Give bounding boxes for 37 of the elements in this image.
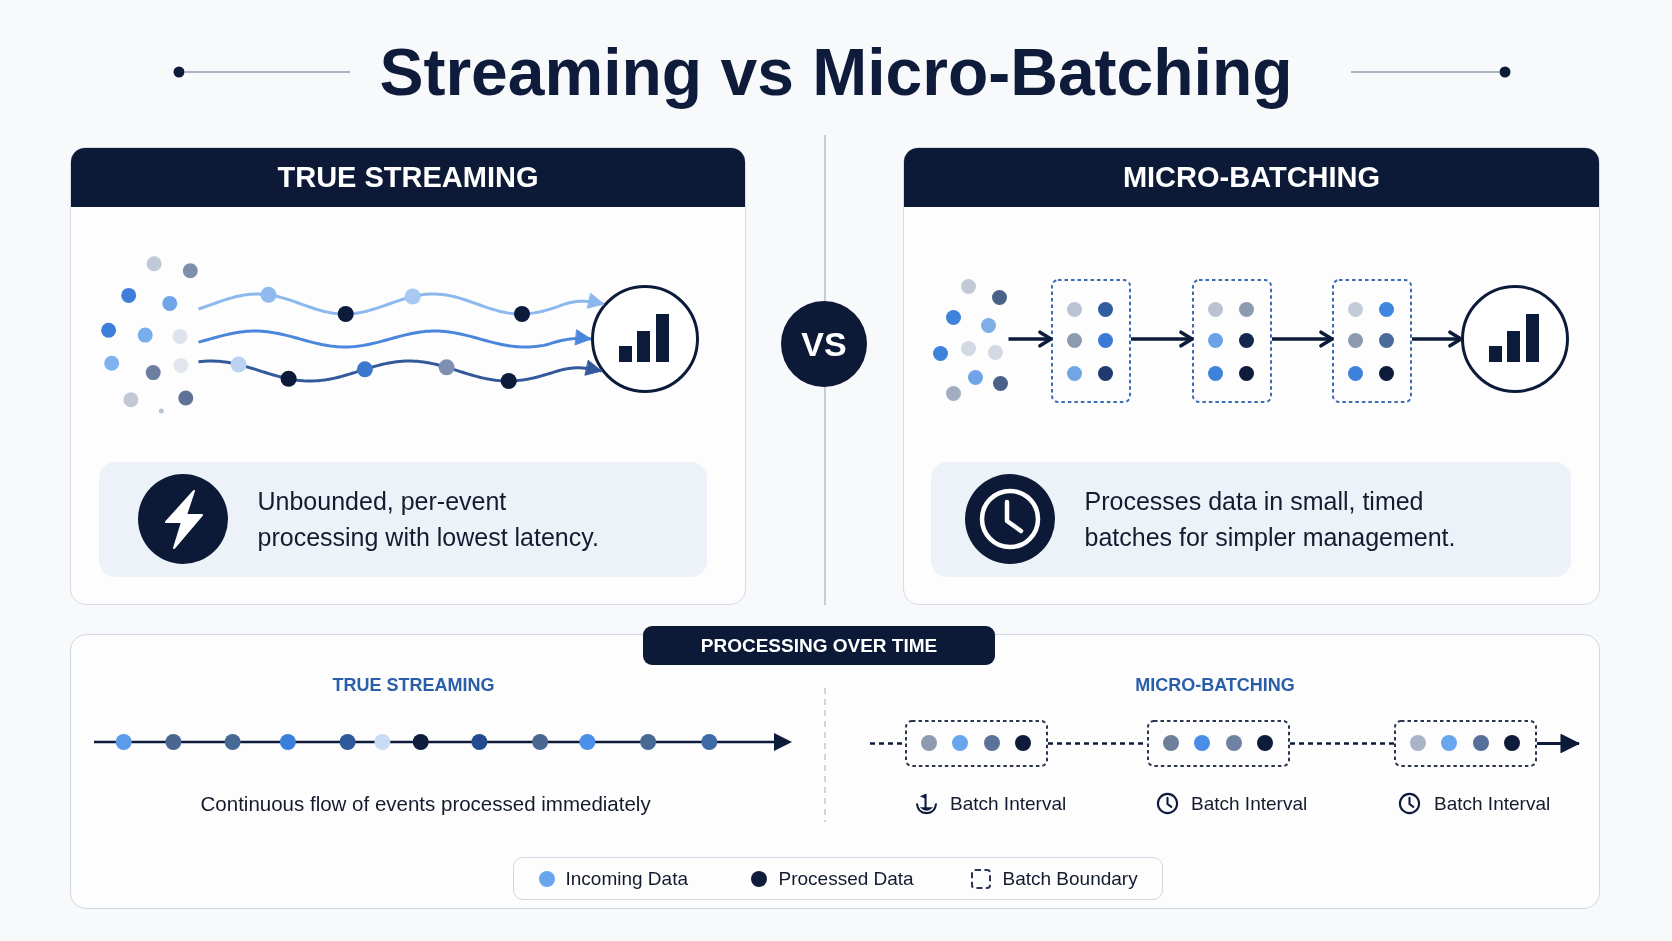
wavy-arrow [198, 329, 592, 349]
section-subtitle: TRUE STREAMING [332, 674, 495, 696]
batch-boundary-box [1050, 278, 1131, 403]
batch-boundary-box [1331, 278, 1412, 403]
description-text: Processes data in small, timed batches for simpler management. [1084, 486, 1457, 553]
dashed-line [1290, 742, 1394, 745]
wavy-arrow [198, 292, 605, 316]
legend-label: Processed Data [778, 867, 914, 890]
interval-label: Batch Interval [950, 793, 1067, 815]
batch-boundary-box [1393, 719, 1537, 767]
comparison-panel [903, 147, 1600, 605]
section-subtitle: MICRO-BATCHING [1135, 674, 1295, 696]
wavy-arrow [198, 359, 602, 383]
interval-label: Batch Interval [1191, 793, 1308, 815]
arrow [1537, 733, 1580, 754]
section-header: PROCESSING OVER TIME [643, 625, 995, 665]
description-card [930, 461, 1571, 577]
legend-label: Batch Boundary [1002, 867, 1138, 890]
dots-cluster-icon [933, 279, 1008, 401]
arrow [1412, 330, 1463, 348]
page-title: Streaming vs Micro-Batching [379, 36, 1293, 108]
caption-text: Continuous flow of events processed immediately [200, 792, 651, 816]
batch-boundary-box [1191, 278, 1272, 403]
description-card [98, 461, 707, 577]
vs-text: VS [801, 324, 847, 364]
arrow [1272, 330, 1334, 348]
arrow [1008, 330, 1053, 348]
panel-header: MICRO-BATCHING [904, 148, 1599, 207]
comparison-panel [70, 147, 746, 605]
batch-boundary-box [904, 719, 1048, 767]
description-text: Unbounded, per-event processing with lowest latency. [257, 486, 600, 553]
arrow [1131, 330, 1194, 348]
legend-label: Incoming Data [565, 867, 688, 890]
interval-label: Batch Interval [1434, 793, 1551, 815]
panel-header: TRUE STREAMING [71, 148, 745, 207]
dashed-line [870, 742, 905, 745]
batch-boundary-box [1146, 719, 1290, 767]
